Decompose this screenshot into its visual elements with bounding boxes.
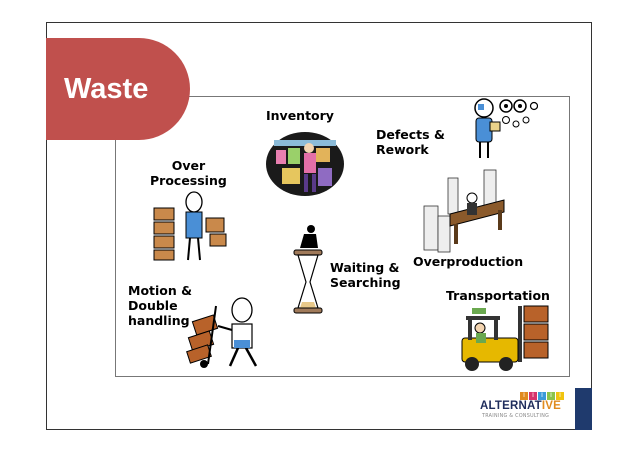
forklift-illustration-icon — [461, 305, 549, 371]
overproduction-illustration-icon — [423, 169, 505, 253]
label-waiting-searching: Waiting & Searching — [330, 260, 401, 290]
title-tab: Waste — [46, 38, 190, 140]
label-inventory: Inventory — [266, 108, 334, 123]
logo-tile: I — [547, 392, 555, 400]
over-processing-illustration-icon — [153, 191, 227, 261]
inventory-illustration-icon — [266, 132, 344, 196]
logo-tile: I — [538, 392, 546, 400]
motion-handling-illustration-icon — [186, 297, 258, 368]
label-motion-double-handling: Motion & Double handling — [128, 283, 193, 328]
hourglass-illustration-icon — [293, 225, 323, 314]
side-accent-bar — [575, 388, 592, 430]
logo-tiles: I I I I I — [520, 392, 564, 400]
logo-tile: I — [556, 392, 564, 400]
logo-tile: I — [520, 392, 528, 400]
label-over-processing: Over Processing — [150, 158, 227, 188]
label-overproduction: Overproduction — [413, 254, 524, 269]
logo-tagline: TRAINING & CONSULTING — [482, 414, 550, 419]
company-logo: I I I I I ALTERNATIVE TRAINING & CONSULT… — [480, 392, 572, 422]
label-defects-rework: Defects & Rework — [376, 127, 445, 157]
logo-tile: I — [529, 392, 537, 400]
logo-word-main: ALTERNAT — [480, 400, 542, 412]
label-transportation: Transportation — [446, 288, 550, 303]
logo-word-accent: IVE — [541, 400, 561, 412]
defects-rework-illustration-icon — [474, 98, 538, 158]
slide-title: Waste — [64, 72, 149, 105]
logo-wordmark: ALTERNATIVE — [480, 400, 561, 412]
